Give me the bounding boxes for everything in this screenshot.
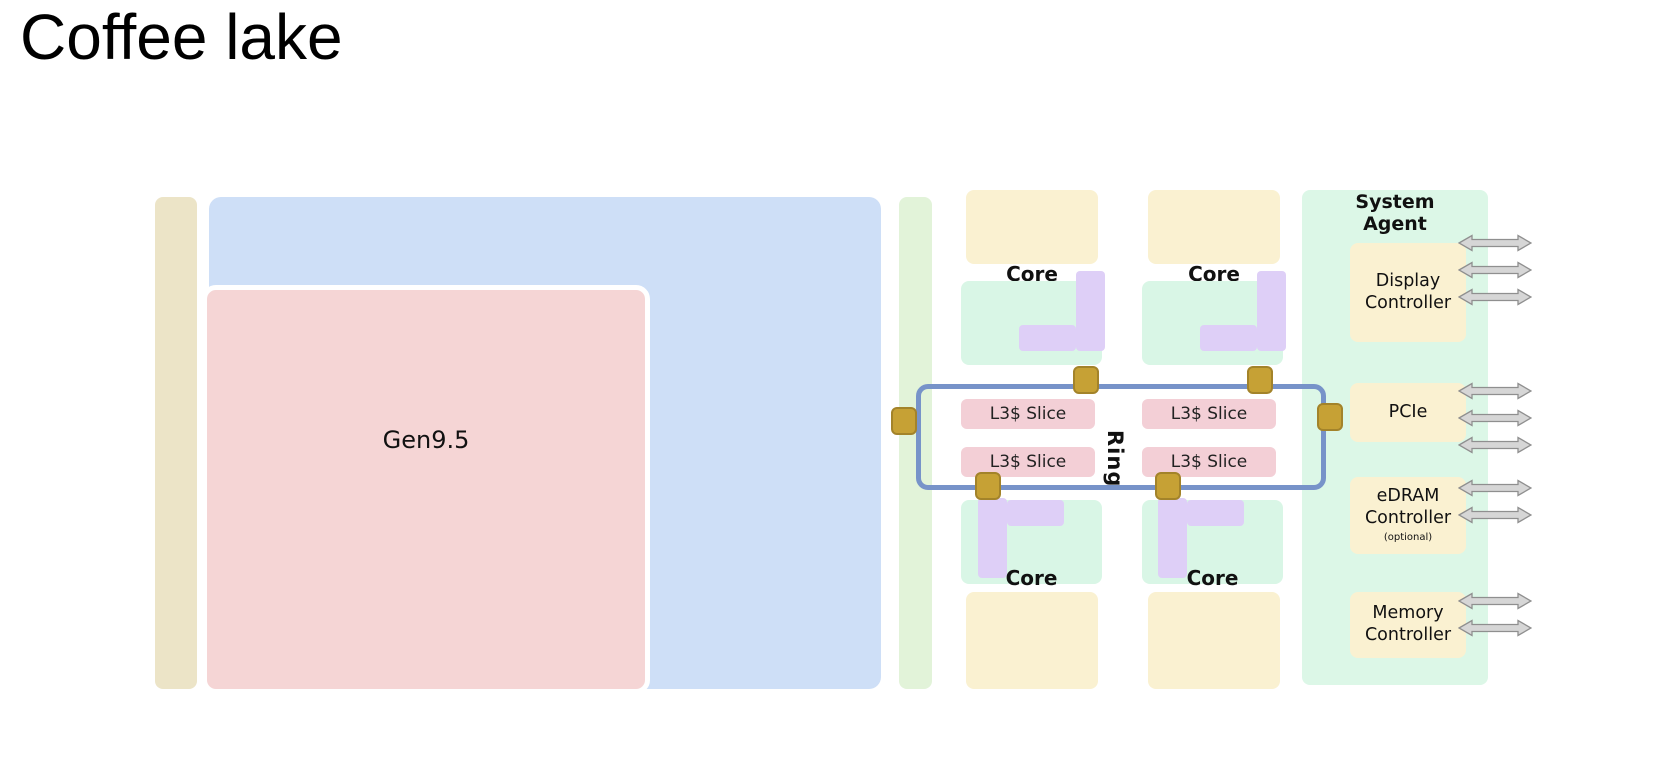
core-agent-l-foot-bottom-right	[1187, 500, 1244, 526]
core-label-bottom-right: Core	[1186, 566, 1239, 590]
bidirectional-arrow-icon	[1458, 506, 1532, 524]
gpu-label: Gen9.5	[382, 425, 470, 454]
pcie-arrows	[1458, 382, 1532, 454]
memory-controller-label: Memory Controller	[1364, 603, 1452, 645]
ring-stop-icon	[1155, 472, 1181, 500]
ring-label: Ring	[1103, 430, 1127, 488]
pcie-block: PCIe	[1350, 383, 1466, 442]
bidirectional-arrow-icon	[1458, 619, 1532, 637]
system-agent-title: System Agent	[1355, 191, 1435, 235]
ring-interconnect	[916, 384, 1326, 490]
bidirectional-arrow-icon	[1458, 479, 1532, 497]
core-agent-l-shape-bottom-left	[978, 498, 1007, 578]
edram-controller-block: eDRAM Controller (optional)	[1350, 477, 1466, 554]
core-block-top-right	[1148, 190, 1280, 264]
display-controller-block: Display Controller	[1350, 243, 1466, 342]
bidirectional-arrow-icon	[1458, 261, 1532, 279]
memory-controller-arrows	[1458, 592, 1532, 637]
bidirectional-arrow-icon	[1458, 382, 1532, 400]
bidirectional-arrow-icon	[1458, 592, 1532, 610]
core-label-bottom-left: Core	[1005, 566, 1058, 590]
core-agent-l-shape-top-right	[1257, 271, 1286, 351]
page-title: Coffee lake	[20, 1, 343, 73]
ring-stop-icon	[1317, 403, 1343, 431]
core-agent-l-shape-top-left	[1076, 271, 1105, 351]
gpu-block: Gen9.5	[202, 285, 650, 694]
l3-slice-label: L3$ Slice	[989, 404, 1067, 424]
display-controller-label: Display Controller	[1364, 270, 1452, 313]
core-block-bottom-right	[1148, 592, 1280, 689]
core-block-bottom-left	[966, 592, 1098, 689]
ring-stop-icon	[1247, 366, 1273, 394]
l3-slice-label: L3$ Slice	[1170, 404, 1248, 424]
ring-stop-icon	[975, 472, 1001, 500]
bidirectional-arrow-icon	[1458, 288, 1532, 306]
edram-controller-arrows	[1458, 479, 1532, 524]
memory-controller-block: Memory Controller	[1350, 592, 1466, 658]
edram-controller-label: eDRAM Controller	[1364, 486, 1452, 529]
l3-slice-top-right: L3$ Slice	[1142, 399, 1276, 429]
l3-slice-label: L3$ Slice	[1170, 452, 1248, 472]
pcie-label: PCIe	[1388, 401, 1428, 422]
l3-slice-top-left: L3$ Slice	[961, 399, 1095, 429]
display-controller-arrows	[1458, 234, 1532, 306]
edram-optional-note: (optional)	[1383, 532, 1433, 544]
core-agent-l-shape-bottom-right	[1158, 498, 1187, 578]
bidirectional-arrow-icon	[1458, 234, 1532, 252]
ring-stop-icon	[891, 407, 917, 435]
green-strip	[899, 197, 932, 689]
bidirectional-arrow-icon	[1458, 436, 1532, 454]
left-io-strip	[155, 197, 197, 689]
core-agent-l-foot-bottom-left	[1007, 500, 1064, 526]
core-agent-l-foot-top-right	[1200, 325, 1257, 351]
l3-slice-label: L3$ Slice	[989, 452, 1067, 472]
ring-stop-icon	[1073, 366, 1099, 394]
core-agent-l-foot-top-left	[1019, 325, 1076, 351]
bidirectional-arrow-icon	[1458, 409, 1532, 427]
core-block-top-left	[966, 190, 1098, 264]
